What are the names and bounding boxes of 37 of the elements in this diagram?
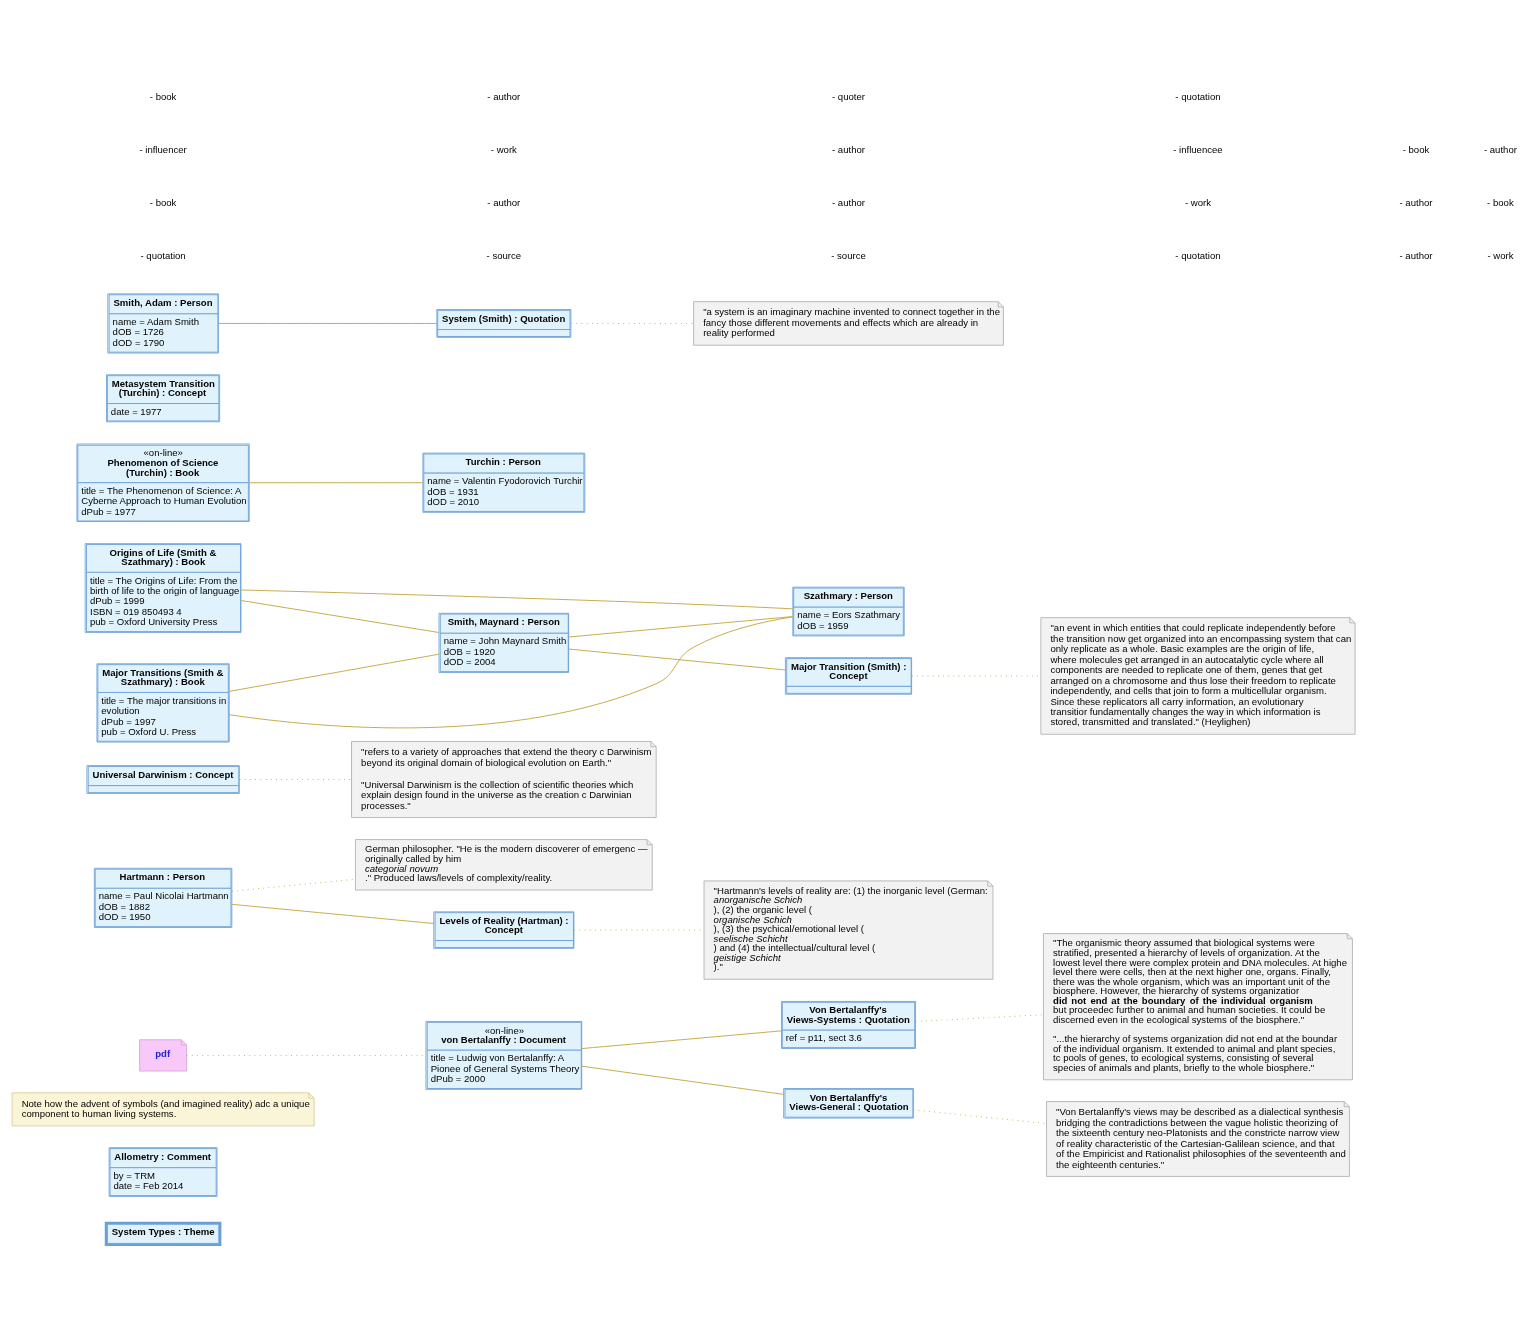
- label: - source: [831, 249, 866, 261]
- label: - quoter: [832, 90, 865, 102]
- connector: [240, 599, 440, 633]
- label: - work: [1487, 249, 1514, 261]
- connector: [570, 322, 694, 324]
- connector: [915, 1013, 1044, 1022]
- label: - author: [832, 196, 865, 208]
- label: - author: [1483, 143, 1517, 155]
- connector: [248, 481, 424, 483]
- label: - influencer: [139, 143, 187, 155]
- connector: [913, 1108, 1047, 1124]
- connector: [240, 589, 794, 609]
- label: - author: [487, 196, 521, 208]
- connector: [218, 322, 438, 324]
- connector: [239, 778, 352, 780]
- label: - book: [149, 196, 177, 208]
- label: - author: [1399, 196, 1433, 208]
- connector: [228, 653, 440, 692]
- label: - influencee: [1173, 143, 1223, 155]
- label: - author: [1399, 249, 1433, 261]
- label: - quotation: [1175, 249, 1221, 261]
- connector: [568, 615, 794, 637]
- connector: [231, 878, 356, 892]
- label: - author: [832, 143, 865, 155]
- connector: [568, 648, 786, 670]
- label: - author: [487, 90, 521, 102]
- label: - quotation: [140, 249, 186, 261]
- label: - book: [1487, 196, 1514, 208]
- label: - quotation: [1175, 90, 1221, 102]
- connector: [231, 903, 435, 924]
- label: - source: [486, 249, 522, 261]
- label: - work: [1184, 196, 1211, 208]
- label: - book: [149, 90, 177, 102]
- connector: [581, 1065, 784, 1095]
- label: - book: [1402, 143, 1430, 155]
- label: - work: [490, 143, 517, 155]
- connector: [581, 1029, 782, 1049]
